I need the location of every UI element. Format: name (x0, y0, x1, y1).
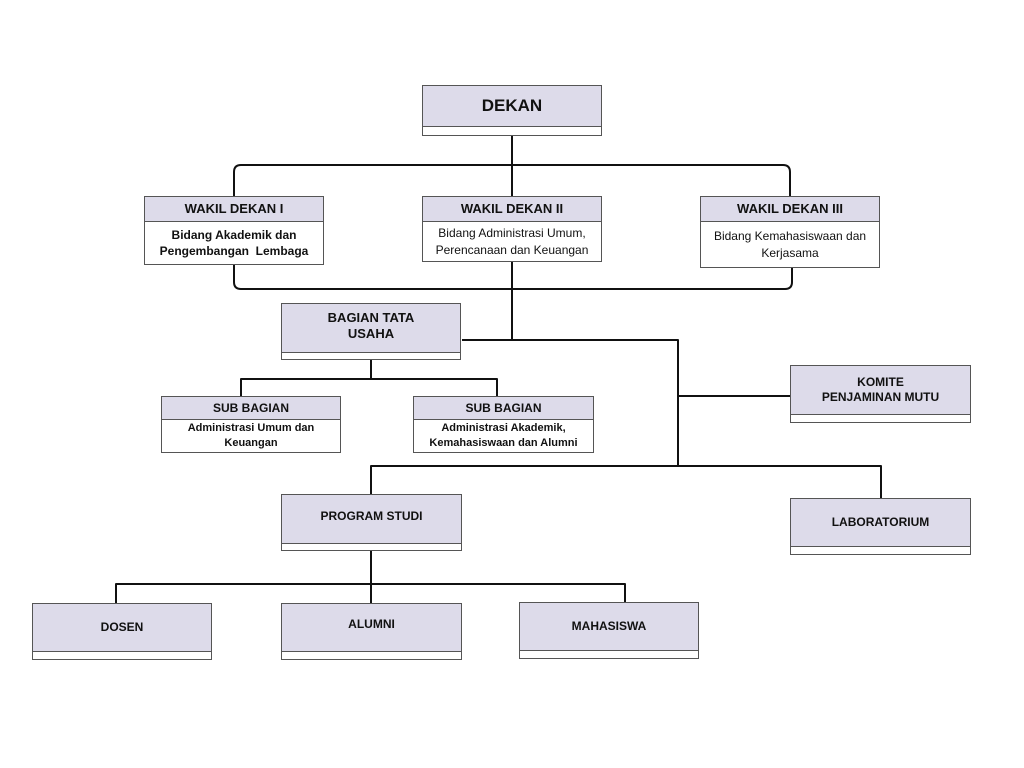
laboratorium-title: LABORATORIUM (790, 498, 971, 547)
bagian-tata-usaha-title-line1: BAGIAN TATA (327, 310, 415, 325)
dosen-strip (32, 652, 212, 660)
node-sub-bagian-2: SUB BAGIAN Administrasi Akademik, Kemaha… (413, 396, 594, 453)
sub-bagian-2-desc-line1: Administrasi Akademik, (441, 422, 566, 435)
program-studi-strip (281, 544, 462, 551)
wakil-dekan-2-title: WAKIL DEKAN II (422, 196, 602, 222)
node-dosen: DOSEN (32, 603, 212, 660)
wakil-dekan-1-desc: Bidang Akademik dan Pengembangan Lembaga (144, 222, 324, 265)
mahasiswa-title: MAHASISWA (519, 602, 699, 651)
node-wakil-dekan-2: WAKIL DEKAN II Bidang Administrasi Umum,… (422, 196, 602, 262)
laboratorium-strip (790, 547, 971, 555)
bagian-tata-usaha-title: BAGIAN TATA USAHA (281, 303, 461, 353)
komite-title: KOMITE PENJAMINAN MUTU (790, 365, 971, 415)
wakil-dekan-2-desc: Bidang Administrasi Umum, Perencanaan da… (422, 222, 602, 262)
connector-subbagian (240, 360, 498, 396)
program-studi-title: PROGRAM STUDI (281, 494, 462, 544)
komite-strip (790, 415, 971, 423)
node-laboratorium: LABORATORIUM (790, 498, 971, 555)
alumni-title: ALUMNI (281, 603, 462, 652)
sub-bagian-1-desc-line1: Administrasi Umum dan (187, 422, 315, 435)
connector-prodi-children (115, 551, 626, 603)
dosen-title: DOSEN (32, 603, 212, 652)
node-dekan: DEKAN (422, 85, 602, 136)
bagian-tata-usaha-strip (281, 353, 461, 360)
node-program-studi: PROGRAM STUDI (281, 494, 462, 551)
mahasiswa-strip (519, 651, 699, 659)
wakil-dekan-3-title: WAKIL DEKAN III (700, 196, 880, 222)
wakil-dekan-1-desc-line1: Bidang Akademik dan (171, 227, 297, 242)
wakil-dekan-3-desc: Bidang Kemahasiswaan dan Kerjasama (700, 222, 880, 268)
node-sub-bagian-1: SUB BAGIAN Administrasi Umum dan Keuanga… (161, 396, 341, 453)
sub-bagian-1-desc-line2: Keuangan (224, 437, 278, 449)
wakil-dekan-3-desc-line1: Bidang Kemahasiswaan dan (713, 229, 867, 244)
dekan-title: DEKAN (422, 85, 602, 127)
sub-bagian-2-desc: Administrasi Akademik, Kemahasiswaan dan… (413, 420, 594, 453)
wakil-dekan-2-desc-line1: Bidang Administrasi Umum, (438, 226, 586, 241)
wakil-dekan-1-title: WAKIL DEKAN I (144, 196, 324, 222)
komite-title-line1: KOMITE (857, 375, 904, 389)
dekan-strip (422, 127, 602, 136)
komite-title-line2: PENJAMINAN MUTU (821, 390, 940, 404)
node-mahasiswa: MAHASISWA (519, 602, 699, 659)
connector-dekan-wakil (233, 135, 791, 196)
node-wakil-dekan-3: WAKIL DEKAN III Bidang Kemahasiswaan dan… (700, 196, 880, 268)
sub-bagian-1-title: SUB BAGIAN (161, 396, 341, 420)
node-wakil-dekan-1: WAKIL DEKAN I Bidang Akademik dan Pengem… (144, 196, 324, 265)
node-komite-penjaminan-mutu: KOMITE PENJAMINAN MUTU (790, 365, 971, 423)
wakil-dekan-2-desc-line2: Perencanaan dan Keuangan (435, 242, 589, 257)
node-alumni: ALUMNI (281, 603, 462, 660)
bagian-tata-usaha-title-line2: USAHA (347, 326, 395, 342)
sub-bagian-2-title: SUB BAGIAN (413, 396, 594, 420)
wakil-dekan-3-desc-line2: Kerjasama (761, 245, 819, 260)
node-bagian-tata-usaha: BAGIAN TATA USAHA (281, 303, 461, 360)
sub-bagian-2-desc-line2: Kemahasiswaan dan Alumni (429, 437, 578, 449)
alumni-strip (281, 652, 462, 660)
sub-bagian-1-desc: Administrasi Umum dan Keuangan (161, 420, 341, 453)
wakil-dekan-1-desc-line2: Pengembangan Lembaga (159, 244, 309, 258)
